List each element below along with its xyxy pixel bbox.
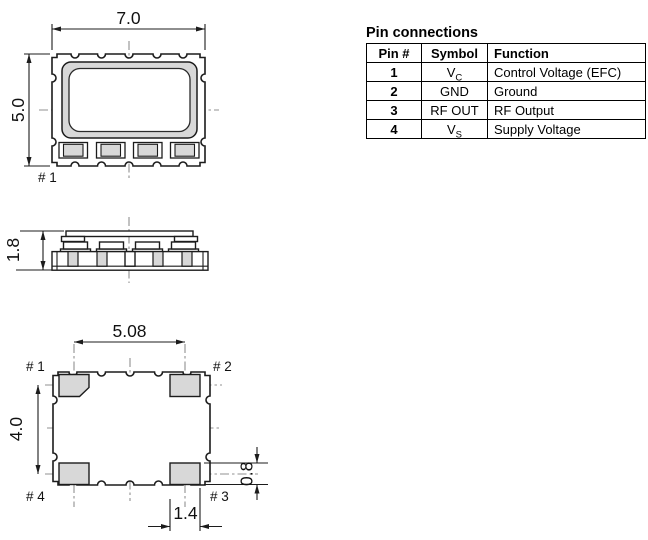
dim-top-width-label: 7.0 xyxy=(116,8,141,28)
pin-number: 4 xyxy=(366,119,422,139)
dim-top-width: 7.0 xyxy=(51,8,206,50)
bottom-view-pin4-label: # 4 xyxy=(26,489,45,504)
bottom-view-pad-2 xyxy=(169,373,201,398)
pin-number: 1 xyxy=(366,62,422,82)
pin-number: 3 xyxy=(366,100,422,120)
top-view-pads xyxy=(58,141,200,159)
side-view-castellation-center xyxy=(124,250,136,267)
pin-connections-title: Pin connections xyxy=(366,25,478,41)
table-header-row: Pin # Symbol Function xyxy=(366,43,646,63)
dim-arrow xyxy=(52,26,61,32)
dim-arrow xyxy=(74,339,83,345)
bottom-view: 5.08 4.0 0.8 xyxy=(6,321,268,531)
side-view-castellation xyxy=(67,251,79,267)
side-view-lid-step-left xyxy=(60,235,86,243)
table-row: 1 VC Control Voltage (EFC) xyxy=(366,62,646,82)
side-view-lid xyxy=(65,230,194,238)
dim-bottom-pad-pitch: 5.08 xyxy=(74,321,185,345)
side-view-bump xyxy=(134,241,161,250)
side-view-bump xyxy=(62,241,89,250)
side-view-bump xyxy=(98,241,125,250)
table-row: 2 GND Ground xyxy=(366,81,646,101)
dim-bottom-pad-width: 1.4 xyxy=(148,488,222,531)
dim-side-height-label: 1.8 xyxy=(3,238,23,262)
top-view-pin1-label: # 1 xyxy=(38,170,57,185)
dim-arrow xyxy=(26,157,32,166)
dim-arrow xyxy=(200,524,209,529)
dim-bottom-pad-height: 0.8 xyxy=(204,447,268,500)
header-pin-number: Pin # xyxy=(366,43,422,63)
pin-function: Ground xyxy=(487,81,646,101)
bottom-view-pad-3 xyxy=(169,462,201,486)
dim-bottom-pad-width-label: 1.4 xyxy=(173,503,198,523)
pin-function: Supply Voltage xyxy=(487,119,646,139)
top-view-pad-4-metal xyxy=(174,143,196,157)
pin-symbol: VC xyxy=(421,62,488,82)
side-view-castellation xyxy=(152,251,164,267)
side-view-bump xyxy=(170,241,197,250)
top-view: 7.0 5.0 # 1 xyxy=(8,8,219,185)
dim-arrow xyxy=(40,261,46,270)
table-row: 4 VS Supply Voltage xyxy=(366,119,646,139)
dim-bottom-pad-pitch-label: 5.08 xyxy=(112,321,146,341)
top-view-pad-3-metal xyxy=(137,143,159,157)
dim-arrow xyxy=(35,385,41,394)
dim-bottom-row-pitch-label: 4.0 xyxy=(6,417,26,442)
dim-arrow xyxy=(161,524,170,529)
pin-connections-section: Pin connections Pin # Symbol Function 1 … xyxy=(366,25,646,139)
top-view-pad-2-metal xyxy=(100,143,122,157)
pin-function: RF Output xyxy=(487,100,646,120)
pin-connections-table: Pin # Symbol Function 1 VC Control Volta… xyxy=(366,43,646,139)
dim-arrow xyxy=(40,231,46,240)
bottom-view-pad-4 xyxy=(58,462,90,486)
dim-arrow xyxy=(254,454,260,463)
dim-arrow xyxy=(26,54,32,63)
pin-symbol: VS xyxy=(421,119,488,139)
lid-seam-inner xyxy=(68,67,191,133)
side-view: 1.8 xyxy=(3,217,209,283)
side-view-castellation xyxy=(181,251,193,267)
dim-top-height-label: 5.0 xyxy=(8,98,28,123)
pin-number: 2 xyxy=(366,81,422,101)
header-symbol: Symbol xyxy=(421,43,488,63)
dim-arrow xyxy=(196,26,205,32)
pin-symbol: GND xyxy=(421,81,488,101)
dim-arrow xyxy=(35,465,41,474)
dim-arrow xyxy=(176,339,185,345)
bottom-view-pin2-label: # 2 xyxy=(213,359,232,374)
side-view-bumps xyxy=(59,241,200,253)
top-view-pad-1-metal xyxy=(62,143,84,157)
bottom-view-pad-1 xyxy=(58,373,90,398)
pin-function: Control Voltage (EFC) xyxy=(487,62,646,82)
dim-bottom-pad-height-label: 0.8 xyxy=(237,462,257,486)
side-view-castellation xyxy=(96,251,108,267)
bottom-view-pin3-label: # 3 xyxy=(210,489,229,504)
bottom-view-pin1-label: # 1 xyxy=(26,359,45,374)
table-row: 3 RF OUT RF Output xyxy=(366,100,646,120)
side-view-lid-step-right xyxy=(173,235,199,243)
dim-arrow xyxy=(254,484,260,494)
pin-symbol: RF OUT xyxy=(421,100,488,120)
dim-side-height: 1.8 xyxy=(3,230,64,271)
header-function: Function xyxy=(487,43,646,63)
dim-top-height: 5.0 xyxy=(8,53,50,167)
dim-bottom-row-pitch: 4.0 xyxy=(6,385,41,474)
